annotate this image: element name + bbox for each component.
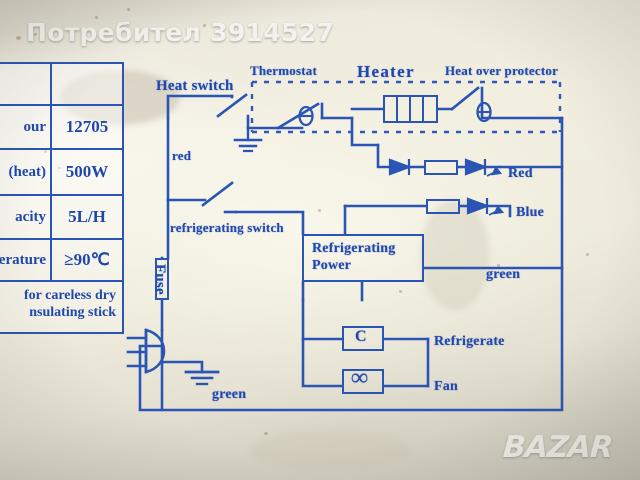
- heater-element-bar: [396, 97, 398, 121]
- surface-speck: [318, 209, 321, 212]
- label-heater: Heater: [357, 62, 415, 81]
- table-cell-label: our: [0, 106, 52, 148]
- table-cell-value: 12705: [65, 117, 109, 136]
- resistor-red-branch: [424, 160, 458, 175]
- surface-smudge: [250, 430, 410, 470]
- label-green-bottom: green: [212, 387, 247, 402]
- surface-speck: [34, 33, 37, 36]
- surface-speck: [16, 36, 21, 40]
- table-row: our 12705: [0, 106, 122, 150]
- surface-speck: [561, 437, 564, 440]
- resistor-blue-branch: [426, 199, 460, 214]
- label-refrigerating-power-line2: Power: [312, 258, 352, 273]
- label-led-red: Red: [508, 166, 533, 181]
- heater-element-bar: [422, 97, 424, 121]
- table-cell-value: [52, 64, 122, 104]
- watermark-username: Потребител 3914527: [26, 18, 335, 47]
- surface-speck: [264, 432, 268, 435]
- table-cell-label: erature: [0, 240, 52, 280]
- surface-speck: [203, 24, 206, 27]
- note-line-1: for careless dry: [23, 288, 116, 303]
- label-red-wire: red: [172, 148, 192, 163]
- table-row: erature ≥90℃: [0, 240, 122, 282]
- table-cell-label: (heat): [0, 150, 52, 194]
- table-cell-value: ≥90℃: [64, 250, 110, 269]
- label-fan: Fan: [434, 379, 458, 394]
- surface-smudge: [420, 200, 490, 310]
- label-thermostat: Thermostat: [250, 63, 317, 78]
- heater-element-bar: [409, 97, 411, 121]
- label-capacitor: C: [355, 328, 367, 345]
- label-refrigerating-power-line1: Refrigerating: [312, 241, 396, 256]
- surface-speck: [497, 264, 500, 267]
- table-note: for careless dry nsulating stick: [0, 282, 122, 334]
- table-row: acity 5L/H: [0, 196, 122, 240]
- table-row: (heat) 500W: [0, 150, 122, 196]
- label-led-blue: Blue: [516, 205, 545, 220]
- specification-table: our 12705 (heat) 500W acity 5L/H erature…: [0, 62, 124, 334]
- table-cell-label: [0, 64, 52, 104]
- table-cell-value: 500W: [65, 162, 109, 181]
- table-cell-value: 5L/H: [68, 207, 106, 226]
- label-green-right: green: [486, 267, 521, 282]
- surface-speck: [399, 290, 402, 293]
- label-motor: ∞: [351, 365, 369, 391]
- surface-speck: [586, 253, 589, 256]
- surface-speck: [95, 16, 98, 19]
- label-heat-switch: Heat switch: [156, 78, 234, 94]
- fuse-body: [155, 258, 169, 300]
- label-refrigerate: Refrigerate: [434, 334, 505, 349]
- table-row: [0, 64, 122, 106]
- label-refrigerating-switch: refrigerating switch: [170, 220, 284, 235]
- watermark-bazar-logo: BAZAR: [501, 430, 614, 465]
- note-line-2: nsulating stick: [29, 305, 116, 320]
- table-cell-label: acity: [0, 196, 52, 238]
- surface-speck: [127, 8, 130, 11]
- label-heat-over-protector: Heat over protector: [445, 63, 559, 78]
